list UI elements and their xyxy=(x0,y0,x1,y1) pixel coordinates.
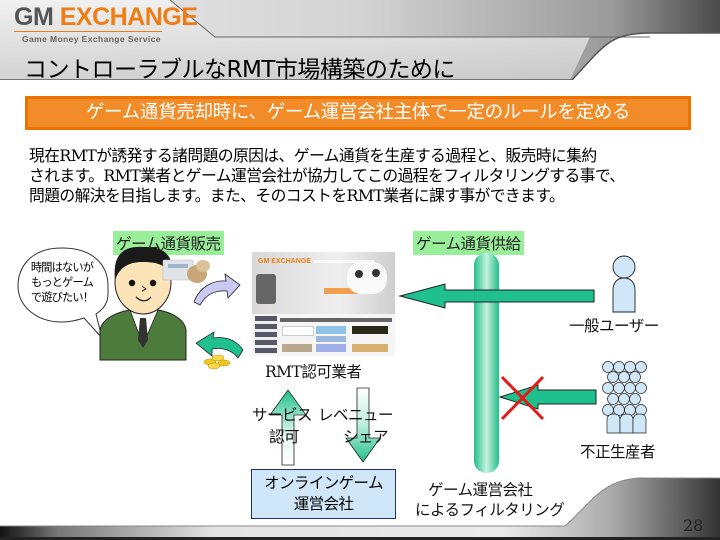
logo-exchange: EXCHANGE xyxy=(59,3,198,31)
body-line: 現在RMTが誘発する諸問題の原因は、ゲーム通貨を生産する過程と、販売時に集約 xyxy=(29,146,597,165)
return-arrow-icon xyxy=(195,331,244,359)
header-metal-band xyxy=(0,0,720,80)
logo-gm: GM xyxy=(14,3,54,31)
supply-arrow-general-user xyxy=(398,283,595,309)
page-number: 28 xyxy=(683,516,704,535)
share-label: シェア xyxy=(343,428,389,446)
blocked-cross-icon xyxy=(500,375,545,421)
approval-label: 認可 xyxy=(269,428,300,446)
page-title: コントローラブルなRMT市場構築のために xyxy=(24,57,455,83)
speech-bubble xyxy=(17,247,109,339)
revenue-share-arrow xyxy=(345,387,381,463)
gamepad-image xyxy=(347,262,387,294)
rmt-website-thumbnail: GM EXCHANGE xyxy=(252,252,395,356)
illegal-producers-icon xyxy=(602,361,647,434)
service-label: サービス xyxy=(252,406,313,424)
logo-underline xyxy=(14,31,162,32)
filtering-pillar xyxy=(474,253,499,473)
bubble-line: 時間はないが xyxy=(30,261,94,274)
businessman-illustration xyxy=(99,246,187,361)
revenue-label: レベニュー xyxy=(318,406,394,424)
general-user-label: 一般ユーザー xyxy=(569,317,659,335)
label-game-currency-supply: ゲーム通貨供給 xyxy=(413,231,524,255)
body-line: 問題の解決を目指します。また、そのコストをRMT業者に課す事ができます。 xyxy=(29,186,565,205)
gold-coins-icon xyxy=(203,354,231,370)
logo-tagline: Game Money Exchange Service xyxy=(22,34,161,44)
filtering-label-line2: によるフィルタリング xyxy=(415,501,565,519)
body-line: されます。RMT業者とゲーム運営会社が協力してこの過程をフィルタリングする事で、 xyxy=(29,166,625,185)
body-paragraph: 現在RMTが誘発する諸問題の原因は、ゲーム通貨を生産する過程と、販売時に集約 さ… xyxy=(29,146,709,206)
service-approval-arrow xyxy=(269,389,307,466)
bubble-line: で遊びたい！ xyxy=(30,291,94,304)
illegal-producers-label: 不正生産者 xyxy=(580,443,656,461)
general-user-icon xyxy=(612,255,636,313)
logo: GM EXCHANGE xyxy=(14,3,198,31)
filtering-label-line1: ゲーム運営会社 xyxy=(428,481,533,499)
purchase-arrow-icon xyxy=(193,273,241,306)
rmt-approved-vendor-label: RMT認可業者 xyxy=(265,363,362,381)
footer-metal-band xyxy=(0,478,720,540)
company-line: オンラインゲーム xyxy=(264,474,383,492)
prepaid-cards-icon xyxy=(162,259,210,283)
thumbnail-logo: GM EXCHANGE xyxy=(258,258,311,265)
headline-banner: ゲーム通貨売却時に、ゲーム運営会社主体で一定のルールを定める xyxy=(25,96,691,130)
company-line: 運営会社 xyxy=(293,495,354,513)
online-game-operator-box: オンラインゲーム 運営会社 xyxy=(251,469,396,519)
bubble-line: もっとゲーム xyxy=(31,276,94,289)
speech-bubble-text: 時間はないが もっとゲーム で遊びたい！ xyxy=(18,260,106,305)
